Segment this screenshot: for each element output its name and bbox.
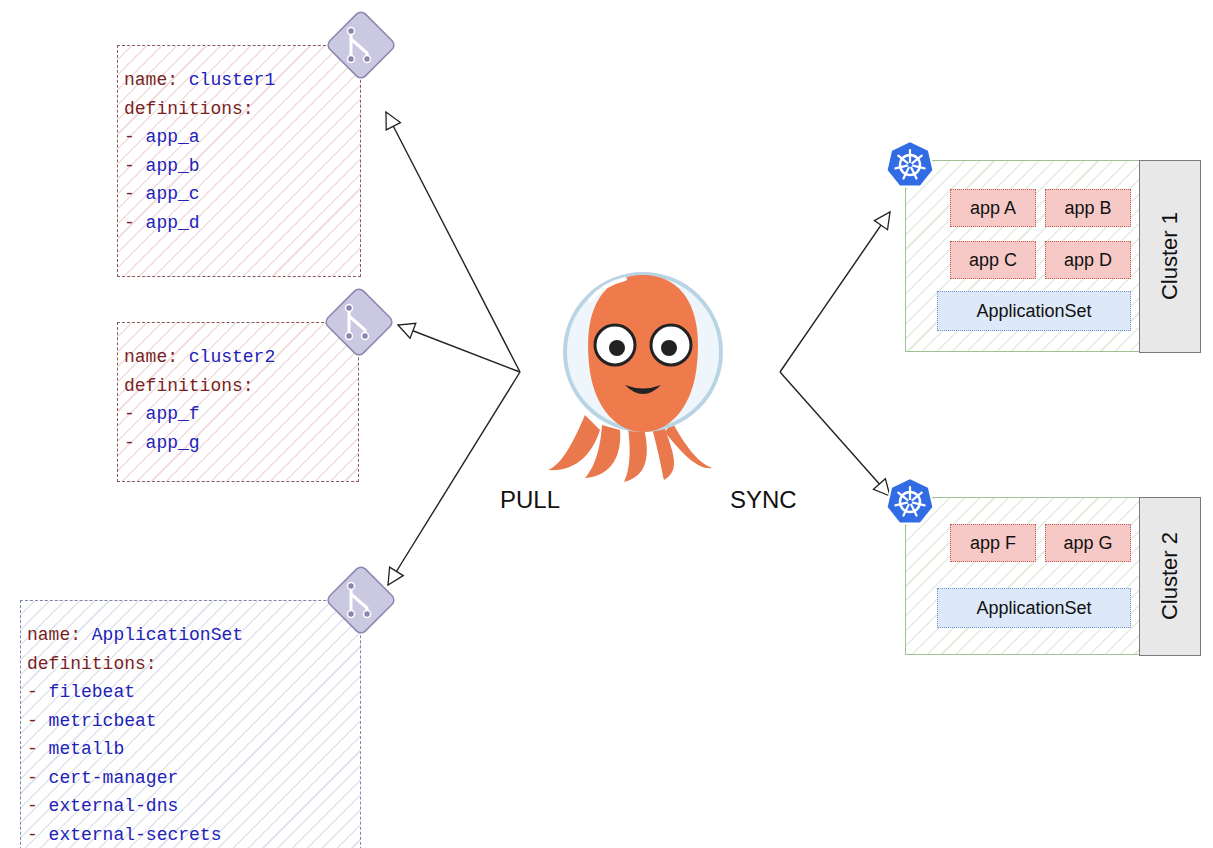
app-name: app B	[1064, 198, 1111, 219]
yaml-line: - app_d	[124, 209, 360, 238]
yaml-line: - cert-manager	[27, 764, 360, 793]
yaml-line: - metricbeat	[27, 707, 360, 736]
yaml-line: definitions:	[124, 372, 358, 401]
app-box: app G	[1045, 524, 1131, 562]
app-name: app C	[969, 250, 1017, 271]
cluster-box: Cluster 2 app F app G ApplicationSet	[905, 497, 1200, 655]
app-name: app A	[970, 198, 1016, 219]
app-name: ApplicationSet	[976, 598, 1091, 619]
cluster-label-panel: Cluster 2	[1139, 497, 1201, 656]
pull-arrows	[386, 112, 520, 585]
cluster-name: Cluster 1	[1157, 212, 1183, 300]
yaml-line: - external-secrets	[27, 821, 360, 848]
cluster-box: Cluster 1 app A app B app C app D Application…	[905, 160, 1200, 352]
app-box: app A	[950, 189, 1036, 227]
yaml-line: - external-dns	[27, 792, 360, 821]
applicationset-box: ApplicationSet	[937, 588, 1131, 628]
applicationset-box: ApplicationSet	[937, 291, 1131, 331]
kubernetes-icons	[887, 141, 934, 524]
yaml-line: definitions:	[27, 650, 360, 679]
yaml-line: name: cluster1	[124, 66, 360, 95]
app-name: app G	[1063, 533, 1112, 554]
cluster-label-panel: Cluster 1	[1139, 160, 1201, 353]
app-name: app D	[1064, 250, 1112, 271]
yaml-line: - app_a	[124, 123, 360, 152]
app-box: app D	[1045, 241, 1131, 279]
cluster-name: Cluster 2	[1157, 532, 1183, 620]
app-box: app C	[950, 241, 1036, 279]
app-box: app B	[1045, 189, 1131, 227]
flow-label: PULL	[500, 486, 560, 514]
yaml-line: - app_b	[124, 152, 360, 181]
app-name: ApplicationSet	[976, 301, 1091, 322]
config-file: name: ApplicationSetdefinitions:- filebe…	[20, 600, 361, 848]
yaml-line: - app_c	[124, 180, 360, 209]
config-file: name: cluster1definitions:- app_a- app_b…	[117, 45, 361, 277]
app-name: app F	[970, 533, 1016, 554]
flow-label: SYNC	[730, 486, 797, 514]
yaml-line: - app_f	[124, 400, 358, 429]
sync-arrows	[780, 212, 890, 496]
yaml-line: name: cluster2	[124, 343, 358, 372]
yaml-line: definitions:	[124, 95, 360, 124]
git-icons	[324, 10, 397, 636]
yaml-line: - filebeat	[27, 678, 360, 707]
app-box: app F	[950, 524, 1036, 562]
yaml-line: name: ApplicationSet	[27, 621, 360, 650]
argo-octopus	[548, 274, 721, 482]
yaml-line: - metallb	[27, 735, 360, 764]
config-file: name: cluster2definitions:- app_f- app_g	[117, 322, 359, 482]
yaml-line: - app_g	[124, 429, 358, 458]
